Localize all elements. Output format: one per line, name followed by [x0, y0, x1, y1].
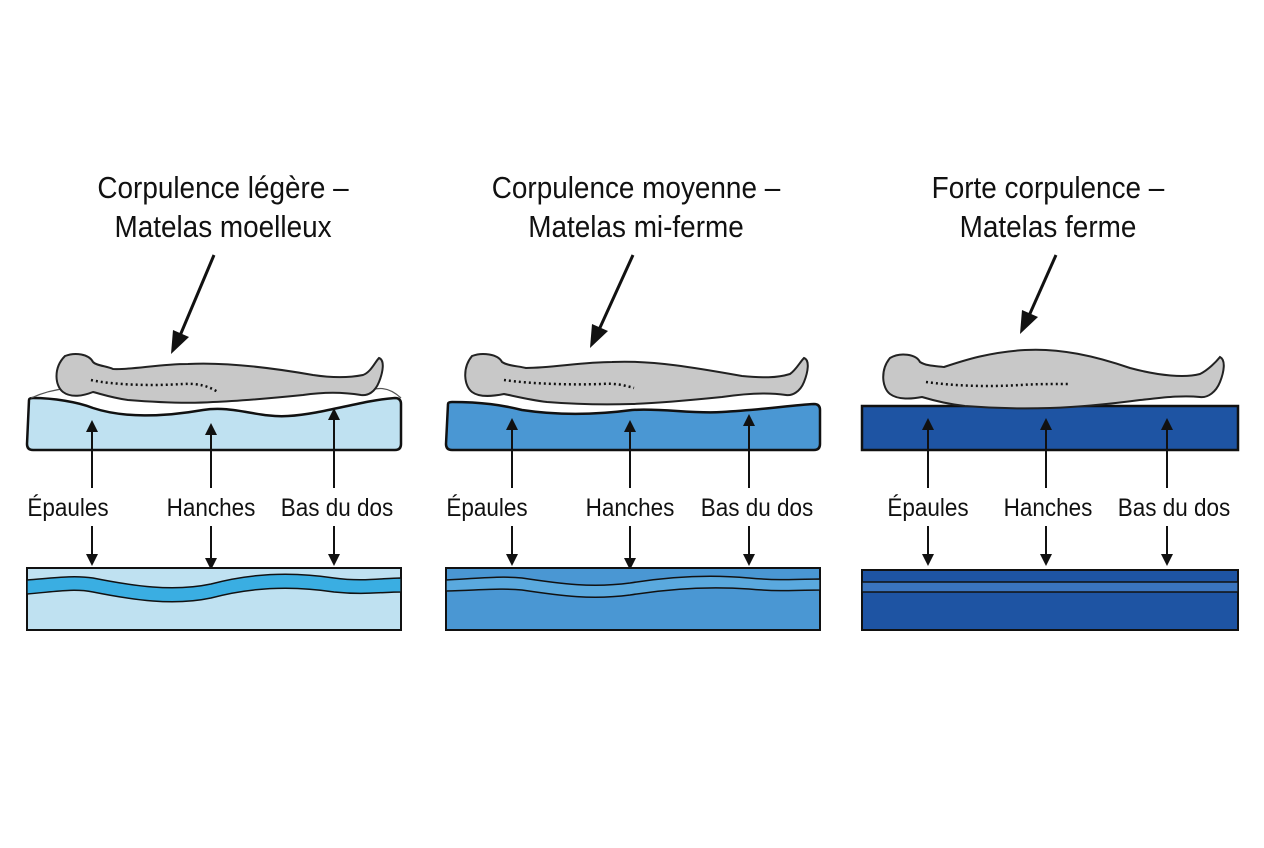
panel-title-line2: Matelas moelleux: [114, 209, 332, 244]
panel-title: Corpulence moyenne – Matelas mi-ferme: [456, 168, 816, 246]
hips-pressure-arrow: [624, 420, 636, 570]
shoulders-pressure-arrow: [506, 418, 518, 566]
human-body-silhouette: [882, 348, 1225, 410]
hips-pressure-arrow: [205, 423, 217, 570]
label-hips: Hanches: [1003, 494, 1093, 522]
panel-title: Forte corpulence – Matelas ferme: [868, 168, 1228, 246]
panel-title-line2: Matelas mi-ferme: [528, 209, 744, 244]
pointer-arrow-icon: [1020, 254, 1058, 334]
lower-back-pressure-arrow: [743, 414, 755, 566]
panel-title-line1: Corpulence moyenne –: [491, 170, 781, 205]
shoulders-pressure-arrow: [86, 420, 98, 566]
mattress-cross-section: [445, 567, 821, 631]
human-body-silhouette: [55, 353, 384, 404]
mattress-cross-section: [861, 569, 1239, 631]
human-body-silhouette: [464, 353, 809, 406]
label-hips: Hanches: [585, 494, 675, 522]
label-shoulders: Épaules: [887, 494, 969, 522]
panel-title-line2: Matelas ferme: [959, 209, 1137, 244]
panel-firm: Forte corpulence – Matelas ferme: [860, 0, 1260, 848]
label-hips: Hanches: [166, 494, 256, 522]
pointer-arrow-icon: [590, 254, 635, 348]
firm-mattress-diagram: [860, 254, 1240, 631]
mattress-top: [25, 396, 403, 452]
lower-back-pressure-arrow: [328, 408, 340, 566]
label-shoulders: Épaules: [27, 494, 109, 522]
soft-mattress-diagram: [25, 254, 403, 631]
label-lower-back: Bas du dos: [280, 494, 394, 522]
label-lower-back: Bas du dos: [1117, 494, 1231, 522]
panel-title-line1: Forte corpulence –: [931, 170, 1165, 205]
panel-title-line1: Corpulence légère –: [97, 170, 349, 205]
lower-back-pressure-arrow: [1161, 418, 1173, 566]
shoulders-pressure-arrow: [922, 418, 934, 566]
mattress-cross-section: [26, 567, 402, 631]
hips-pressure-arrow: [1040, 418, 1052, 566]
pointer-arrow-icon: [171, 254, 216, 354]
panel-medium: Corpulence moyenne – Matelas mi-ferme: [442, 0, 842, 848]
label-shoulders: Épaules: [446, 494, 528, 522]
panel-title: Corpulence légère – Matelas moelleux: [43, 168, 403, 246]
medium-mattress-diagram: [444, 254, 822, 631]
label-lower-back: Bas du dos: [700, 494, 814, 522]
panel-soft: Corpulence légère – Matelas moelleux: [23, 0, 423, 848]
